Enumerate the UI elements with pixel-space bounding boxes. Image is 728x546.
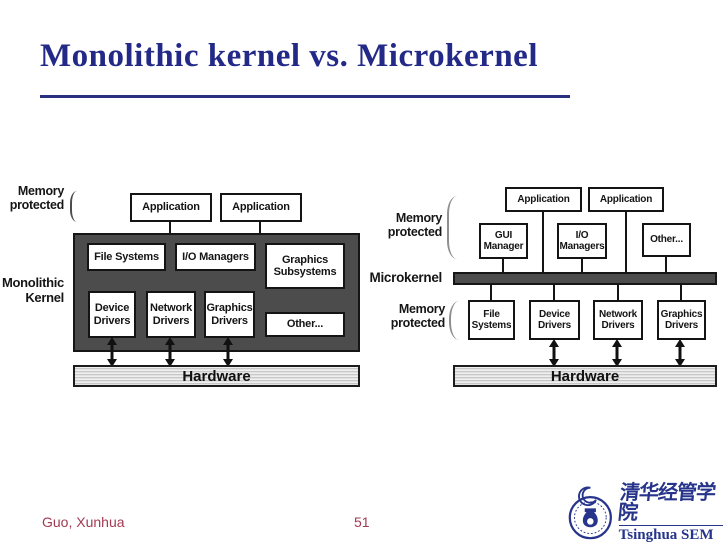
tsinghua-sem-logo: 清华经管学院 Tsinghua SEM: [567, 482, 725, 543]
device-drivers-box-left: Device Drivers: [88, 291, 136, 338]
connector-microkernel-graphics: [680, 284, 682, 300]
logo-english-name: Tsinghua SEM: [618, 527, 714, 543]
label-microkernel: Microkernel: [369, 270, 443, 285]
graphics-drivers-box-left: Graphics Drivers: [204, 291, 255, 338]
hardware-bar-right: Hardware: [453, 365, 717, 387]
connector-microkernel-device: [553, 284, 555, 300]
connector-app2-kernel: [259, 221, 261, 234]
gui-manager-box: GUI Manager: [479, 223, 528, 259]
connector-microkernel-network: [617, 284, 619, 300]
connector-app1-microkernel: [542, 211, 544, 272]
connector-gui-microkernel: [502, 258, 504, 272]
connector-app1-kernel: [169, 221, 171, 234]
slide-title: Monolithic kernel vs. Microkernel: [40, 38, 538, 74]
brace-left-memory: [70, 191, 80, 222]
app-box-right-1: Application: [505, 187, 582, 212]
brace-right-bottom: [449, 301, 460, 340]
label-memory-protected-right-bottom: Memory protected: [390, 302, 446, 331]
double-arrow-icon: [165, 337, 175, 367]
device-drivers-box-right: Device Drivers: [529, 300, 580, 340]
logo-divider: [618, 525, 723, 526]
label-memory-protected-left: Memory protected: [9, 184, 65, 213]
app-box-right-2: Application: [588, 187, 664, 212]
connector-other-microkernel: [665, 256, 667, 272]
hardware-bar-left: Hardware: [73, 365, 360, 387]
app-box-left-2: Application: [220, 193, 302, 222]
footer-author: Guo, Xunhua: [42, 514, 125, 530]
network-drivers-box-right: Network Drivers: [593, 300, 643, 340]
tsinghua-seal-icon: [568, 486, 612, 540]
logo-text: 清华经管学院 Tsinghua SEM: [616, 482, 725, 543]
microkernel-bar: [453, 272, 717, 285]
logo-chinese-name: 清华经管学院: [616, 482, 716, 524]
file-systems-box-right: File Systems: [468, 300, 515, 340]
double-arrow-icon: [675, 339, 685, 367]
io-managers-box-right: I/O Managers: [557, 223, 607, 259]
double-arrow-icon: [549, 339, 559, 367]
connector-app2-microkernel: [625, 211, 627, 272]
double-arrow-icon: [612, 339, 622, 367]
graphics-subsystems-box: Graphics Subsystems: [265, 243, 345, 289]
graphics-drivers-box-right: Graphics Drivers: [657, 300, 706, 340]
double-arrow-icon: [107, 337, 117, 367]
other-box-right: Other...: [642, 223, 691, 257]
connector-microkernel-file: [490, 284, 492, 300]
file-systems-box-left: File Systems: [87, 243, 166, 271]
other-box-left: Other...: [265, 312, 345, 337]
label-memory-protected-right-top: Memory protected: [387, 211, 443, 240]
network-drivers-box-left: Network Drivers: [146, 291, 196, 338]
connector-io-microkernel: [581, 258, 583, 272]
brace-right-top: [447, 196, 459, 259]
double-arrow-icon: [223, 337, 233, 367]
io-managers-box-left: I/O Managers: [175, 243, 256, 271]
page-number: 51: [354, 514, 370, 530]
title-underline: [40, 95, 570, 98]
app-box-left-1: Application: [130, 193, 212, 222]
label-monolithic-kernel: Monolithic Kernel: [2, 275, 64, 305]
